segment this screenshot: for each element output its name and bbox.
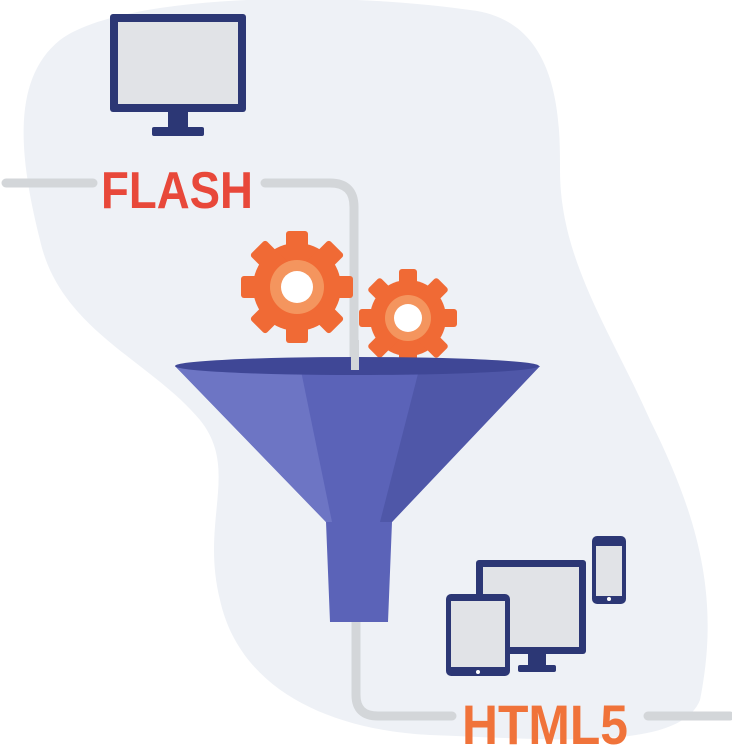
flash-label: FLASH [101, 162, 253, 220]
responsive-devices-icon [446, 536, 626, 676]
connector-lines [1, 178, 732, 721]
funnel-icon [175, 340, 540, 622]
monitor-icon [110, 14, 246, 136]
tablet-device-icon [446, 594, 510, 676]
html5-label: HTML5 [462, 693, 628, 750]
small-gear-icon [359, 269, 457, 367]
large-gear-icon [241, 231, 353, 343]
phone-device-icon [592, 536, 626, 604]
